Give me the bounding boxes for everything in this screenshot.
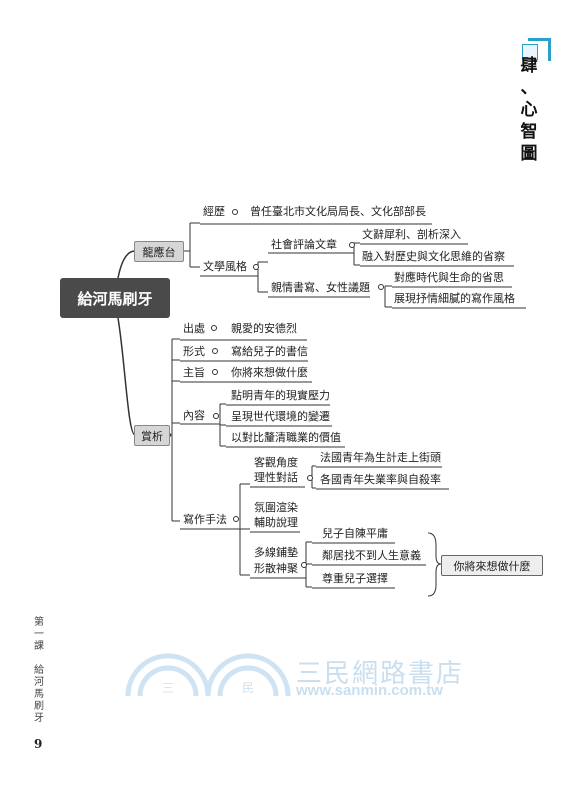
layering-line-2: 形散神聚 <box>254 562 298 575</box>
social-item-1: 文辭犀利、剖析深入 <box>362 228 461 241</box>
objective-item-2: 各國青年失業率與自殺率 <box>320 473 441 486</box>
theme-label: 主旨 <box>183 366 205 379</box>
lesson-margin-label: 第 一 課 給 河 馬 刷 牙 <box>34 617 44 724</box>
svg-text:三: 三 <box>162 681 174 695</box>
layering-item-3: 尊重兒子選擇 <box>322 572 388 585</box>
page-number: 9 <box>34 737 43 751</box>
social-label: 社會評論文章 <box>271 238 337 251</box>
method-label: 寫作手法 <box>183 513 227 526</box>
family-label: 親情書寫、女性議題 <box>271 281 370 294</box>
style-label: 文學風格 <box>203 260 247 273</box>
source-label: 出處 <box>183 322 205 335</box>
source-value: 親愛的安德烈 <box>231 322 297 335</box>
family-item-2: 展現抒情細膩的寫作風格 <box>394 292 515 305</box>
corner-square-icon <box>522 44 538 60</box>
watermark-logo-icon: 三 民 <box>125 653 291 697</box>
theme-value: 你將來想做什麼 <box>231 366 308 379</box>
family-item-1: 對應時代與生命的省思 <box>394 271 504 284</box>
content-label: 內容 <box>183 409 205 422</box>
social-item-2: 融入對歷史與文化思維的省察 <box>362 250 505 263</box>
analysis-node: 賞析 <box>134 425 170 446</box>
content-item-1: 點明青年的現實壓力 <box>231 389 330 402</box>
watermark-url: www.sanmin.com.tw <box>296 682 443 699</box>
author-node: 龍應台 <box>134 241 184 262</box>
atmosphere-line-1: 氛圍渲染 <box>254 501 298 514</box>
layering-line-1: 多線鋪墊 <box>254 546 298 559</box>
objective-line-1: 客觀角度 <box>254 456 298 469</box>
objective-line-2: 理性對話 <box>254 471 298 484</box>
watermark-name: 三民網路書店 <box>296 659 465 689</box>
experience-label: 經歷 <box>203 205 225 218</box>
objective-item-1: 法國青年為生計走上街頭 <box>320 451 441 464</box>
experience-value: 曾任臺北市文化局局長、文化部部長 <box>250 205 426 218</box>
section-title: 肆 、 心 智 圖 <box>520 56 538 164</box>
layering-item-1: 兒子自陳平庸 <box>322 527 388 540</box>
svg-text:民: 民 <box>242 681 254 695</box>
root-node: 給河馬刷牙 <box>60 278 170 318</box>
form-label: 形式 <box>183 345 205 358</box>
layering-item-2: 鄰居找不到人生意義 <box>322 549 421 562</box>
form-value: 寫給兒子的書信 <box>231 345 308 358</box>
corner-bracket-icon <box>528 38 551 61</box>
content-item-2: 呈現世代環境的變遷 <box>231 410 330 423</box>
atmosphere-line-2: 輔助說理 <box>254 516 298 529</box>
layering-result-box: 你將來想做什麼 <box>441 555 543 576</box>
content-item-3: 以對比釐清職業的價值 <box>231 431 341 444</box>
